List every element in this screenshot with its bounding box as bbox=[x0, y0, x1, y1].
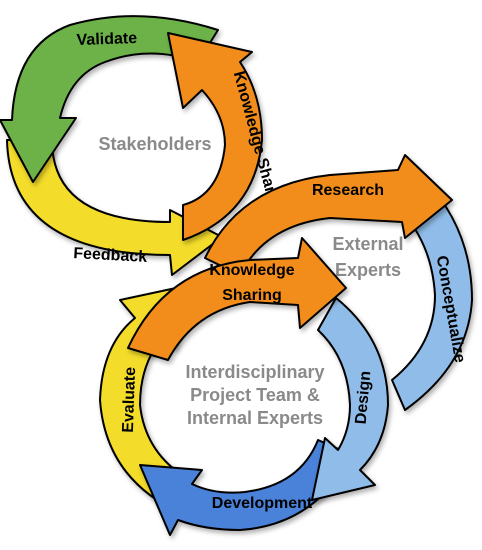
knowledge-sharing-bottom-line-2: Sharing bbox=[222, 287, 282, 304]
validate-arrow-shape bbox=[0, 15, 219, 183]
knowledge-sharing-bottom-arrow-shape bbox=[127, 237, 347, 361]
development-arrow bbox=[139, 439, 353, 536]
development-arrow-shape bbox=[139, 439, 353, 536]
external-experts-line-1: External bbox=[332, 234, 403, 254]
evaluate-label: Evaluate bbox=[120, 367, 139, 433]
feedback-arrow bbox=[6, 139, 223, 276]
knowledge-sharing-bottom-arrow bbox=[127, 237, 347, 361]
external-experts-line-2: Experts bbox=[335, 260, 401, 280]
research-label: Research bbox=[312, 182, 384, 199]
conceptualize-arrow bbox=[391, 179, 473, 411]
design-label: Design bbox=[353, 370, 375, 425]
stakeholders-label: Stakeholders bbox=[98, 134, 211, 154]
bottom-cycle: Interdisciplinary Project Team & Interna… bbox=[99, 237, 389, 536]
project-team-line-3: Internal Experts bbox=[187, 408, 323, 428]
development-label: Development bbox=[212, 495, 313, 512]
project-team-line-1: Interdisciplinary bbox=[185, 362, 324, 382]
right-cycle: External Experts Research Conceptualize bbox=[204, 154, 473, 411]
conceptualize-arrow-shape bbox=[391, 179, 473, 411]
design-arrow-shape bbox=[311, 297, 389, 501]
validate-arrow bbox=[0, 15, 219, 183]
research-arrow-shape bbox=[204, 154, 453, 276]
knowledge-sharing-top-arrow bbox=[167, 32, 263, 241]
feedback-arrow-shape bbox=[6, 139, 223, 276]
validate-label: Validate bbox=[76, 30, 137, 49]
project-team-line-2: Project Team & bbox=[190, 385, 320, 405]
knowledge-sharing-top-arrow-shape bbox=[167, 32, 263, 241]
feedback-label: Feedback bbox=[73, 245, 148, 266]
research-arrow bbox=[204, 154, 453, 276]
knowledge-sharing-bottom-line-1: Knowledge bbox=[209, 262, 294, 279]
design-arrow bbox=[311, 297, 389, 501]
